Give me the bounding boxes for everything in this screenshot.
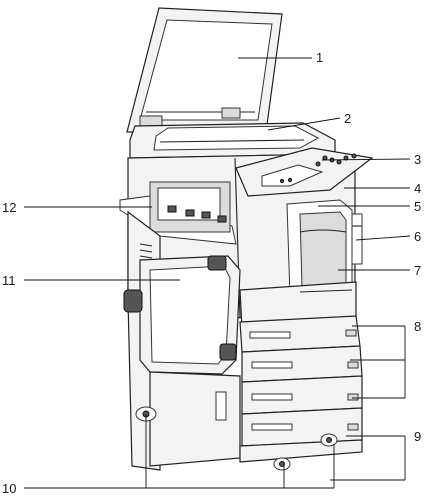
paper-tray-1 xyxy=(239,315,361,353)
callout-6: 6 xyxy=(414,229,421,244)
callout-4: 4 xyxy=(414,181,421,196)
callout-9: 9 xyxy=(414,429,421,444)
leader-lines xyxy=(24,57,411,489)
center-output-tray xyxy=(286,199,363,297)
callout-10: 10 xyxy=(2,481,16,496)
callout-2: 2 xyxy=(344,111,351,126)
left-pedestal xyxy=(149,371,241,467)
callout-11: 11 xyxy=(2,273,16,288)
document-cover xyxy=(126,7,283,133)
paper-tray-3 xyxy=(241,375,363,415)
document-glass xyxy=(129,122,336,159)
callout-7: 7 xyxy=(414,263,421,278)
left-cover xyxy=(123,255,241,375)
callout-1: 1 xyxy=(316,50,323,65)
callout-12: 12 xyxy=(2,200,16,215)
callout-8: 8 xyxy=(414,319,421,334)
callout-5: 5 xyxy=(414,199,421,214)
tray-side-handles xyxy=(345,329,359,431)
callout-3: 3 xyxy=(414,152,421,167)
casters xyxy=(135,406,338,471)
